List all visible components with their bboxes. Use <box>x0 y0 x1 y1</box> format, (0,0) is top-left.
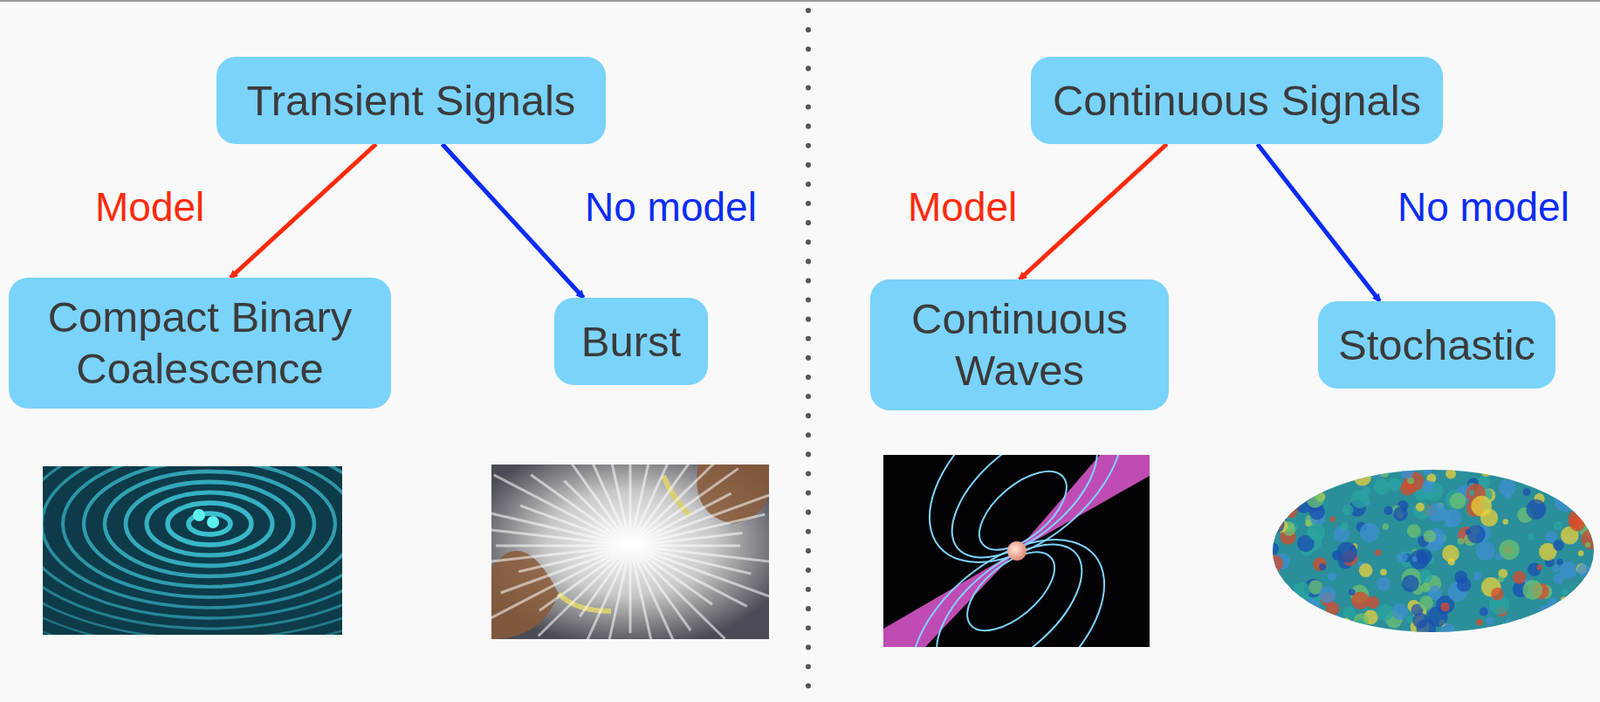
signal-box: Compact Binary Coalescence <box>8 277 392 409</box>
signal-box: Continuous Waves <box>870 279 1169 411</box>
edge-label: Model <box>95 183 205 231</box>
top-rule <box>0 0 1600 2</box>
box-label: Continuous Waves <box>884 293 1155 397</box>
pulsar-picture <box>883 454 1150 647</box>
branch-arrow <box>442 144 584 298</box>
edge-label: Model <box>907 183 1017 231</box>
binary-inspiral-picture <box>42 466 343 635</box>
box-label: Compact Binary Coalescence <box>22 291 378 395</box>
box-label: Continuous Signals <box>1052 75 1422 127</box>
box-label: Stochastic <box>1338 319 1536 371</box>
signal-box: Transient Signals <box>216 56 606 145</box>
edge-label: No model <box>1397 183 1570 231</box>
box-label: Transient Signals <box>247 75 577 127</box>
edge-label: No model <box>584 183 757 231</box>
supernova-picture <box>491 464 770 639</box>
signal-box: Continuous Signals <box>1030 56 1443 145</box>
sky-map-picture <box>1265 460 1600 639</box>
box-label: Burst <box>581 315 681 368</box>
branch-arrow <box>230 144 377 278</box>
branch-arrow <box>1019 144 1168 280</box>
signal-box: Stochastic <box>1318 301 1556 389</box>
branch-arrow <box>1257 144 1381 302</box>
signal-box: Burst <box>554 297 708 385</box>
divider <box>805 10 811 702</box>
